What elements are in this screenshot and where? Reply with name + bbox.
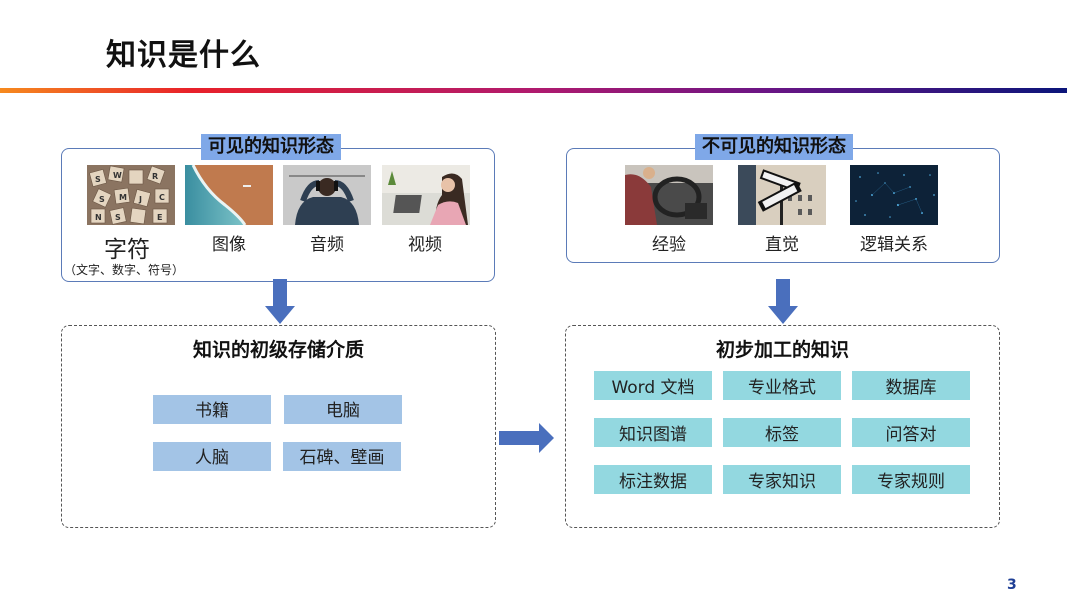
processed-chip-qa-pairs: 问答对 xyxy=(852,418,970,447)
label-video: 视频 xyxy=(408,235,442,255)
title-divider xyxy=(0,88,1067,93)
svg-text:R: R xyxy=(152,172,158,181)
processed-chip-knowledge-graph: 知识图谱 xyxy=(594,418,712,447)
down-arrow-right xyxy=(768,279,798,324)
image-experience xyxy=(625,165,713,225)
label-experience: 经验 xyxy=(652,235,686,255)
image-video xyxy=(382,165,470,225)
right-arrow xyxy=(499,423,554,453)
image-intuition xyxy=(738,165,826,225)
page-number: 3 xyxy=(1007,577,1017,593)
image-logic xyxy=(850,165,938,225)
processed-chip-expert-knowledge: 专家知识 xyxy=(723,465,841,494)
svg-text:N: N xyxy=(95,213,102,222)
processed-chip-tags: 标签 xyxy=(723,418,841,447)
storage-chip-brain: 人脑 xyxy=(153,442,271,471)
svg-text:S: S xyxy=(95,175,101,184)
processed-chip-annotated-data: 标注数据 xyxy=(594,465,712,494)
svg-text:J: J xyxy=(138,195,142,204)
svg-text:E: E xyxy=(157,213,162,222)
processed-chip-special-format: 专业格式 xyxy=(723,371,841,400)
down-arrow-left xyxy=(265,279,295,324)
label-characters-detail: （文字、数字、符号） xyxy=(64,263,185,277)
svg-text:S: S xyxy=(115,213,121,222)
processed-chip-word-doc: Word 文档 xyxy=(594,371,712,400)
label-picture: 图像 xyxy=(212,235,246,255)
processed-chip-database: 数据库 xyxy=(852,371,970,400)
processed-knowledge-title: 初步加工的知识 xyxy=(715,339,849,361)
storage-chip-computer: 电脑 xyxy=(284,395,402,424)
label-intuition: 直觉 xyxy=(765,235,799,255)
storage-chip-books: 书籍 xyxy=(153,395,271,424)
label-characters: 字符 xyxy=(104,237,150,263)
visible-knowledge-tag: 可见的知识形态 xyxy=(201,134,341,160)
svg-text:S: S xyxy=(99,195,105,204)
image-picture xyxy=(185,165,273,225)
svg-text:M: M xyxy=(119,193,127,202)
label-logic: 逻辑关系 xyxy=(860,235,928,255)
processed-chip-expert-rules: 专家规则 xyxy=(852,465,970,494)
storage-chip-stele-murals: 石碑、壁画 xyxy=(283,442,401,471)
label-audio: 音频 xyxy=(310,235,344,255)
storage-media-title: 知识的初级存储介质 xyxy=(192,339,364,361)
storage-media-panel xyxy=(61,325,496,528)
slide-title: 知识是什么 xyxy=(106,38,261,73)
invisible-knowledge-tag: 不可见的知识形态 xyxy=(695,134,853,160)
svg-text:W: W xyxy=(113,171,122,180)
svg-text:C: C xyxy=(159,193,165,202)
image-audio xyxy=(283,165,371,225)
